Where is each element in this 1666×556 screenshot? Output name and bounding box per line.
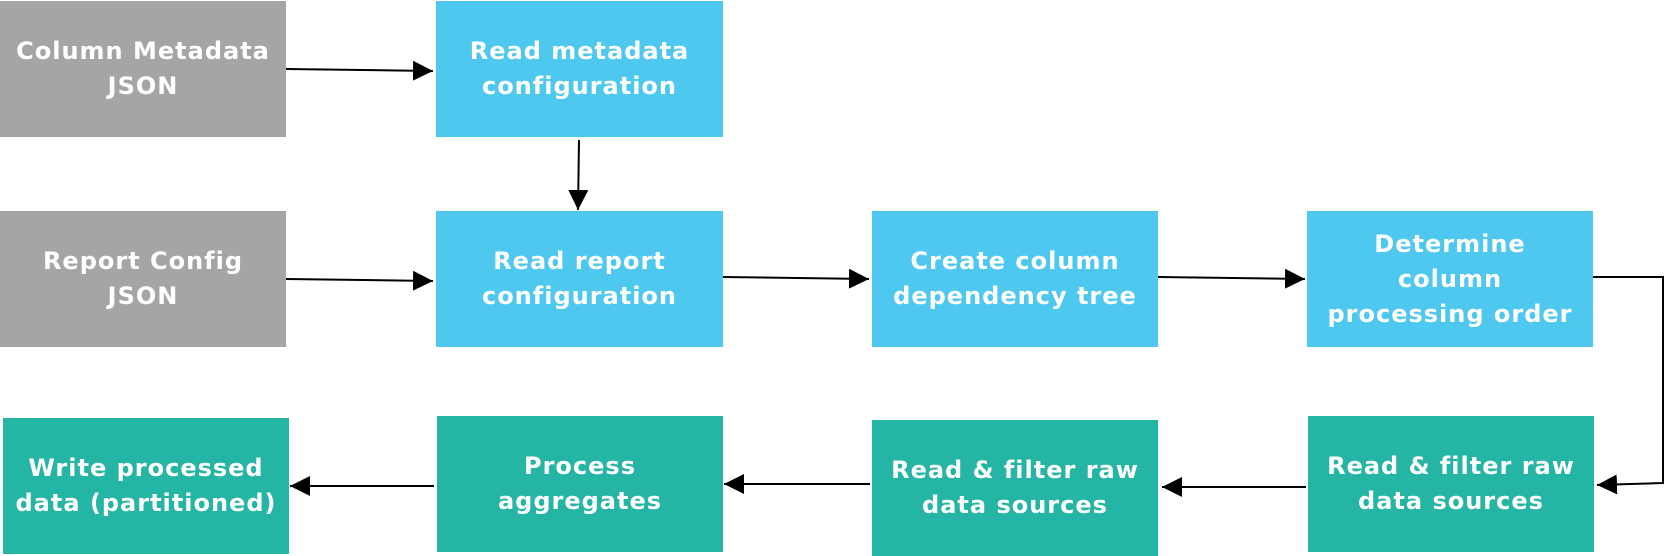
node-dependency-tree: Create column dependency tree <box>872 211 1158 347</box>
edge-processing-order-to-read-filter-1 <box>1593 276 1664 495</box>
node-dependency-tree-line2: dependency tree <box>893 282 1137 310</box>
edge-dependency-tree-to-processing-order <box>1157 268 1306 289</box>
node-read-filter-1-line2: data sources <box>1358 487 1544 515</box>
node-read-metadata: Read metadata configuration <box>436 1 723 137</box>
node-read-filter-2-line1: Read & filter raw <box>891 456 1139 484</box>
node-aggregates-line2: aggregates <box>497 487 663 515</box>
node-read-filter-1-line1: Read & filter raw <box>1327 452 1575 480</box>
node-read-filter-2-line2: data sources <box>922 491 1108 519</box>
node-report-config-line1: Report Config <box>42 247 244 275</box>
node-column-metadata-line2: JSON <box>107 72 179 100</box>
node-read-metadata-line1: Read metadata <box>469 37 690 65</box>
node-report-config: Report Config JSON <box>0 211 286 347</box>
node-write-output: Write processed data (partitioned) <box>3 418 289 554</box>
node-report-config-line2: JSON <box>107 282 179 310</box>
node-read-filter-1: Read & filter raw data sources <box>1308 416 1594 552</box>
edge-read-metadata-to-read-report <box>568 139 589 211</box>
edge-column-metadata-to-read-metadata <box>285 60 434 81</box>
node-read-report-line1: Read report <box>493 247 666 275</box>
node-read-filter-2: Read & filter raw data sources <box>872 420 1158 556</box>
node-aggregates: Process aggregates <box>437 416 723 552</box>
node-processing-order-line1: Determine <box>1374 229 1526 258</box>
node-write-output-line1: Write processed <box>28 454 264 482</box>
node-dependency-tree-line1: Create column <box>910 247 1120 275</box>
node-aggregates-line1: Process <box>523 452 636 480</box>
node-processing-order-line3: processing order <box>1327 299 1573 328</box>
node-read-report: Read report configuration <box>436 211 723 347</box>
node-processing-order-line2: column <box>1397 264 1503 293</box>
node-processing-order: Determine column processing order <box>1307 211 1593 347</box>
node-read-report-line2: configuration <box>481 282 678 310</box>
node-read-metadata-line2: configuration <box>481 72 678 100</box>
node-write-output-line2: data (partitioned) <box>15 489 277 517</box>
edge-report-config-to-read-report <box>285 270 434 291</box>
node-column-metadata-line1: Column Metadata <box>16 37 270 65</box>
node-column-metadata: Column Metadata JSON <box>0 1 286 137</box>
edge-read-report-to-dependency-tree <box>722 268 870 289</box>
